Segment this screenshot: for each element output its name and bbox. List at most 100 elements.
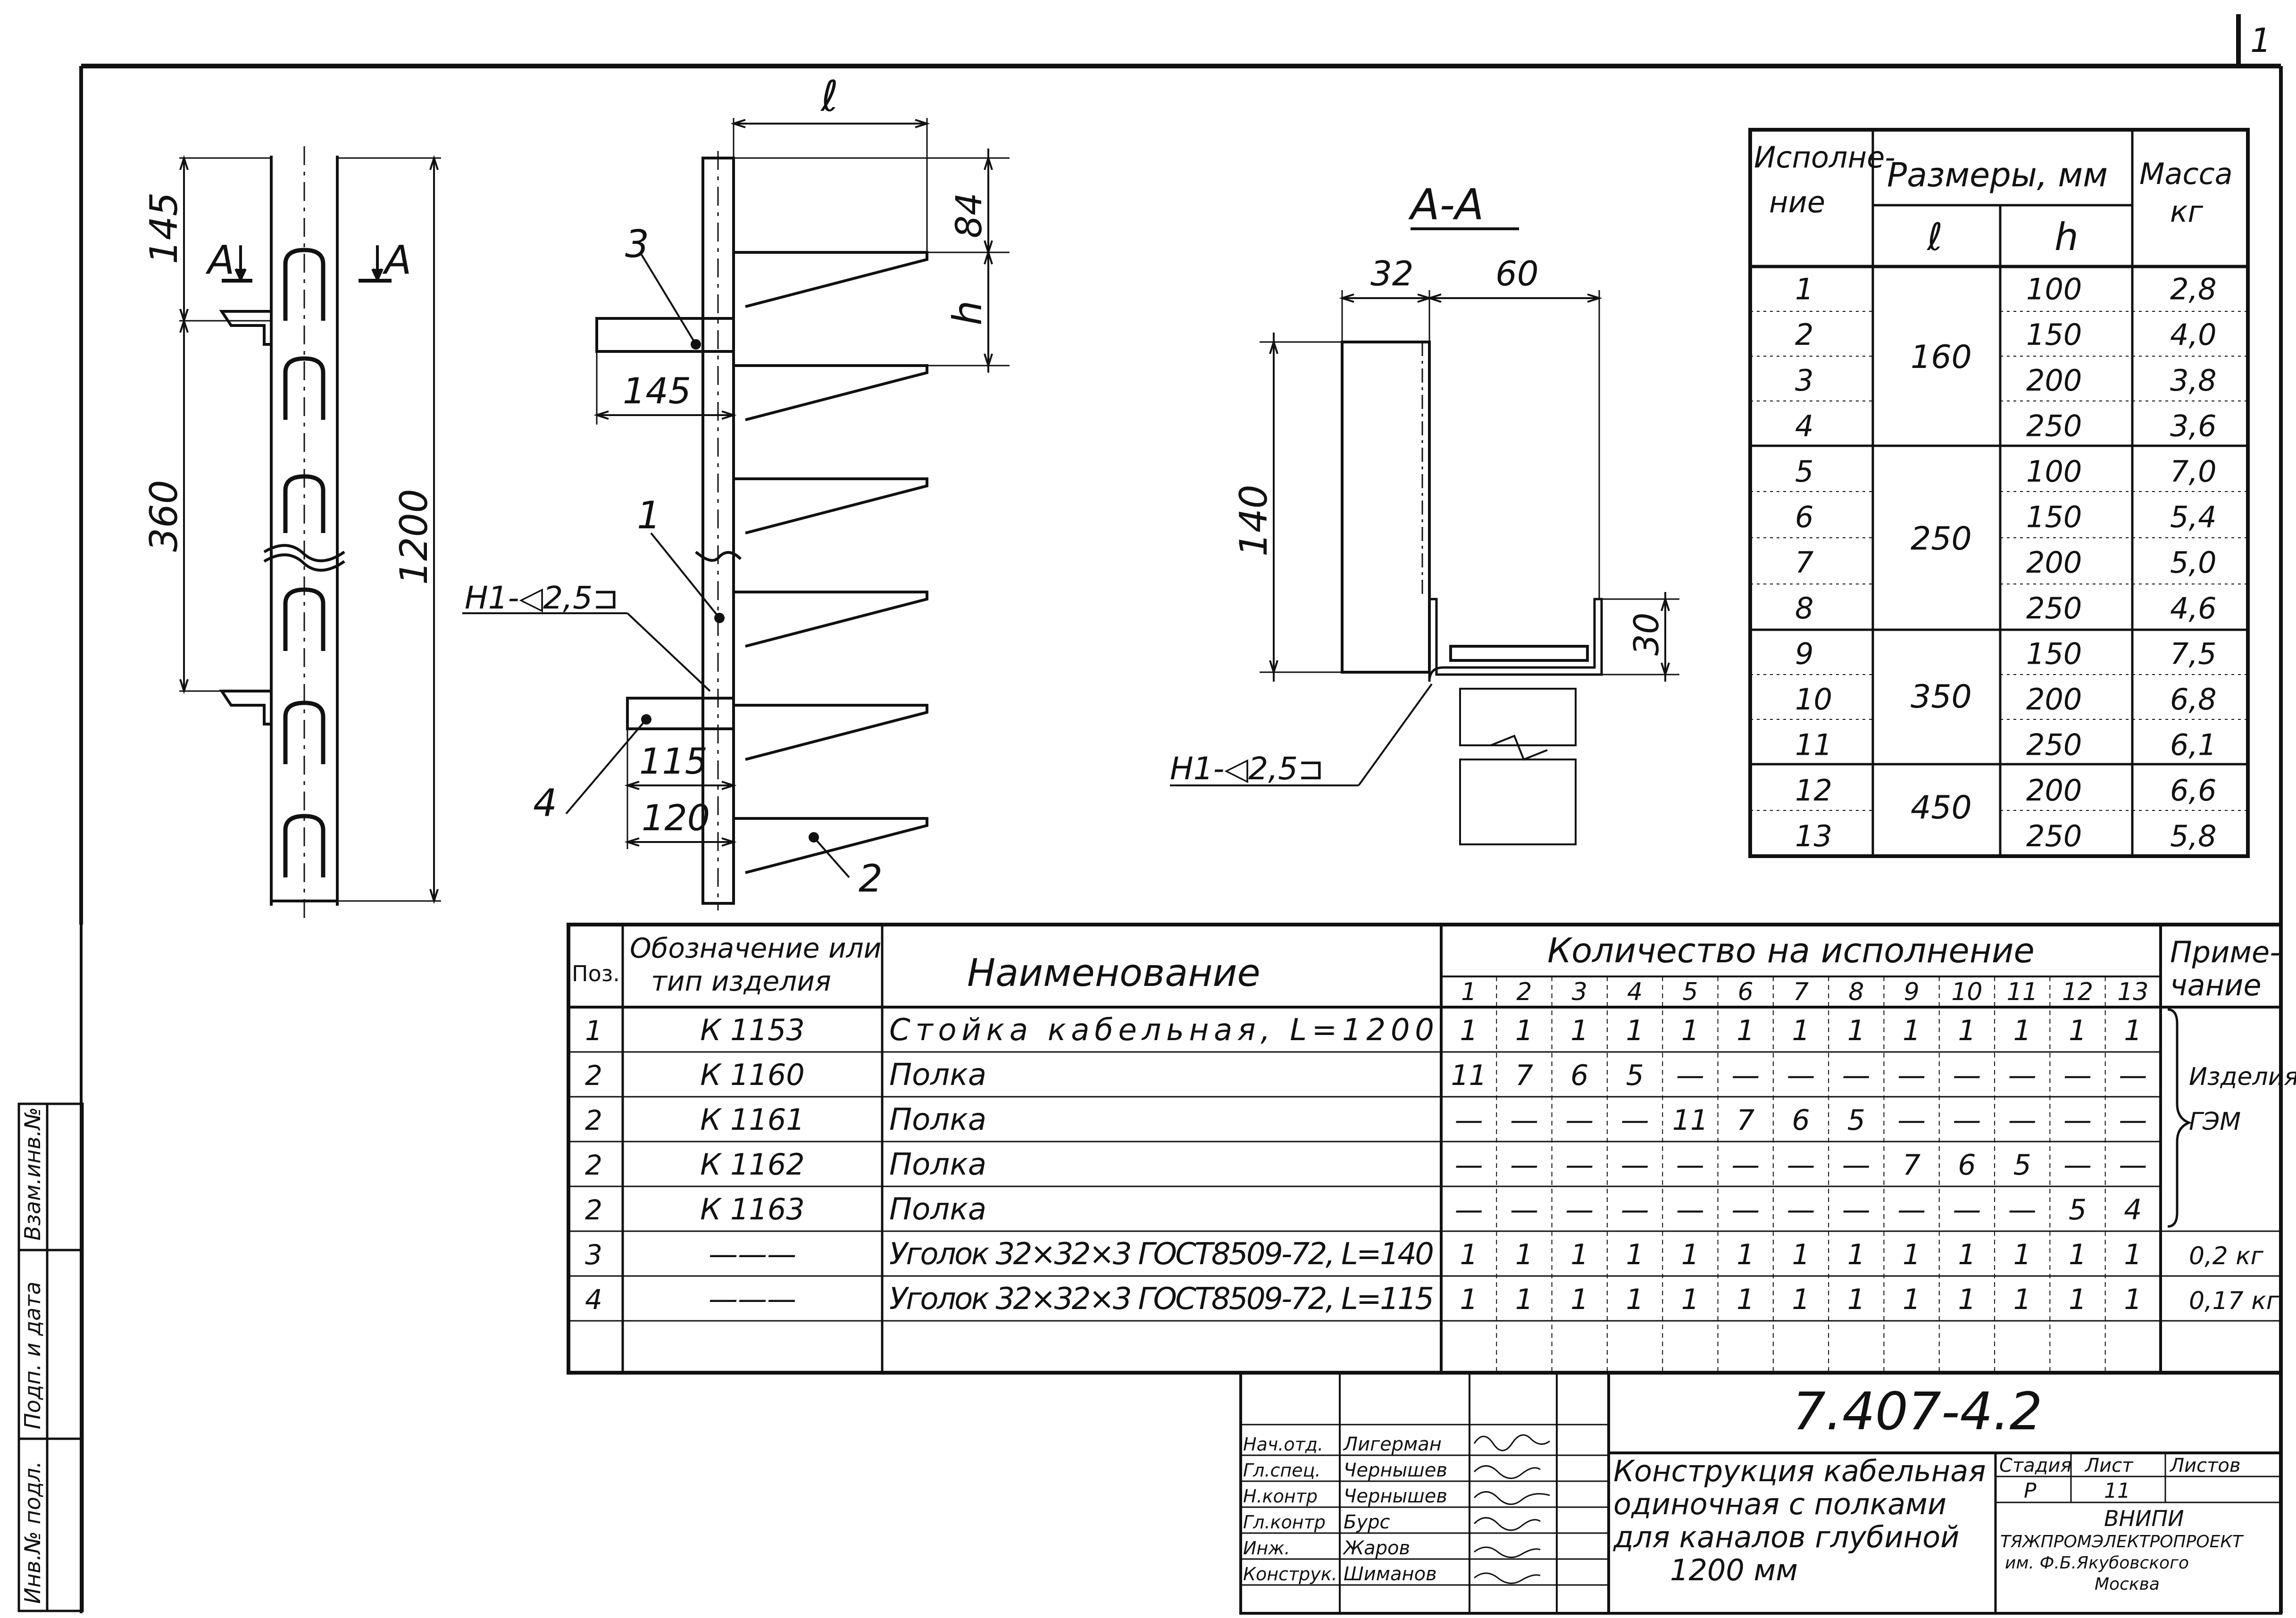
dim-84: 84 — [948, 192, 990, 238]
vt-mass-value: 5,8 — [2170, 819, 2217, 853]
spec-pos: 2 — [585, 1149, 602, 1181]
stage-label: Стадия — [1999, 1455, 2071, 1476]
spec-name: Уголок 32×32×3 ГОСТ8509-72, L=140 — [889, 1237, 1434, 1272]
spec-qty: 1 — [1792, 1014, 1810, 1047]
vt-head-variant-1: Исполне- — [1754, 140, 1895, 175]
spec-qty: 1 — [1792, 1238, 1810, 1271]
role-name: Лигерман — [1343, 1434, 1442, 1455]
spec-qty: — — [1897, 1059, 1926, 1092]
spec-qty: 7 — [1903, 1149, 1920, 1182]
corner-mark: 1 — [2250, 21, 2271, 60]
spec-qty: 1 — [1570, 1014, 1588, 1047]
spec-head-note-2: чание — [2170, 968, 2262, 1002]
spec-qty: — — [1455, 1193, 1483, 1226]
spec-qty: — — [1731, 1149, 1760, 1182]
spec-qty: 1 — [1460, 1014, 1478, 1047]
section-letter-right: A — [382, 237, 411, 283]
spec-designation: К 1161 — [700, 1102, 805, 1137]
vt-h-value: 250 — [2026, 819, 2082, 853]
spec-qty: — — [2063, 1059, 2092, 1092]
spec-qty: — — [1842, 1193, 1870, 1226]
spec-qty: 1 — [1958, 1238, 1976, 1271]
vt-h-value: 250 — [2026, 409, 2082, 443]
weld-note-section: Н1-◁2,5⊐ — [1170, 751, 1324, 787]
spec-variant-number: 7 — [1793, 978, 1809, 1006]
spec-qty: 1 — [1958, 1283, 1976, 1316]
spec-qty: — — [1787, 1059, 1815, 1092]
dim-120: 120 — [642, 797, 710, 839]
spec-qty: 1 — [1626, 1238, 1644, 1271]
spec-qty: 1 — [2124, 1283, 2142, 1316]
side-field-1: Взам.инв.№ — [20, 1107, 45, 1241]
spec-qty: — — [1565, 1149, 1594, 1182]
spec-designation: К 1160 — [700, 1058, 805, 1092]
spec-qty: 1 — [2069, 1014, 2087, 1047]
spec-qty: 5 — [1847, 1104, 1865, 1137]
dim-60: 60 — [1495, 254, 1539, 293]
vt-l-group: 250 — [1911, 520, 1972, 558]
spec-head-qty: Количество на исполнение — [1547, 931, 2035, 970]
spec-variant-number: 1 — [1461, 978, 1477, 1006]
spec-qty: — — [2008, 1059, 2037, 1092]
vt-head-variant-2: ние — [1769, 185, 1825, 219]
weld-note-side: Н1-◁2,5⊐ — [465, 580, 618, 616]
spec-variant-number: 13 — [2117, 978, 2148, 1006]
spec-qty: — — [2063, 1104, 2092, 1137]
vt-variant-number: 4 — [1795, 409, 1813, 443]
spec-note: 0,17 кг — [2189, 1287, 2279, 1315]
spec-name: Стойка кабельная, L=1200 — [889, 1013, 1434, 1048]
spec-variant-number: 3 — [1572, 978, 1587, 1006]
vt-mass-value: 7,5 — [2170, 636, 2217, 671]
spec-pos: 2 — [585, 1104, 602, 1136]
dim-rack-360: 360 — [142, 480, 186, 552]
sheet-value: 11 — [2104, 1479, 2130, 1503]
vt-mass-value: 5,4 — [2170, 500, 2217, 534]
spec-qty: 5 — [1626, 1059, 1644, 1092]
dim-h: h — [944, 300, 991, 325]
spec-qty: 1 — [1903, 1238, 1920, 1271]
spec-qty: 1 — [1515, 1238, 1533, 1271]
spec-qty: — — [1897, 1193, 1926, 1226]
spec-qty: — — [2008, 1104, 2037, 1137]
spec-variant-number: 2 — [1516, 978, 1532, 1006]
vt-mass-value: 4,0 — [2170, 317, 2217, 352]
spec-head-name: Наименование — [967, 951, 1261, 995]
spec-pos: 2 — [585, 1059, 602, 1092]
dim-140: 140 — [1232, 484, 1276, 557]
spec-qty: — — [2119, 1059, 2147, 1092]
spec-qty: 1 — [1847, 1014, 1865, 1047]
spec-qty: — — [1455, 1104, 1483, 1137]
spec-qty: 11 — [1451, 1059, 1486, 1092]
spec-table: Поз. Обозначение или тип изделия Наимено… — [567, 923, 2296, 1375]
section-letter-left: A — [205, 237, 234, 283]
org-line-4: Москва — [2095, 1575, 2160, 1594]
spec-note: 0,2 кг — [2189, 1242, 2264, 1270]
vt-variant-number: 1 — [1795, 272, 1813, 307]
spec-pos: 4 — [585, 1284, 602, 1316]
spec-qty: 1 — [1958, 1014, 1976, 1047]
spec-qty: — — [2008, 1193, 2037, 1226]
spec-qty: — — [1676, 1059, 1704, 1092]
spec-variant-number: 12 — [2062, 978, 2093, 1006]
spec-qty: — — [1787, 1193, 1815, 1226]
vt-h-value: 100 — [2026, 272, 2082, 307]
spec-head-designation-2: тип изделия — [651, 965, 831, 997]
dim-l: ℓ — [820, 72, 838, 121]
rack-drawing: A A 145 360 1200 — [142, 146, 441, 920]
spec-qty: — — [2063, 1149, 2092, 1182]
spec-designation: К 1162 — [700, 1147, 805, 1182]
vt-h-value: 200 — [2026, 363, 2082, 398]
sheets-label: Листов — [2169, 1455, 2240, 1476]
vt-l-group: 450 — [1911, 789, 1972, 826]
title-line-2: одиночная с полками — [1613, 1487, 1946, 1521]
spec-qty: — — [1565, 1193, 1594, 1226]
dim-rack-1200: 1200 — [392, 489, 436, 585]
spec-qty: — — [1953, 1059, 1981, 1092]
signatures — [1473, 1434, 1550, 1584]
spec-head-designation-1: Обозначение или — [630, 932, 881, 964]
spec-qty: 5 — [2013, 1149, 2031, 1182]
